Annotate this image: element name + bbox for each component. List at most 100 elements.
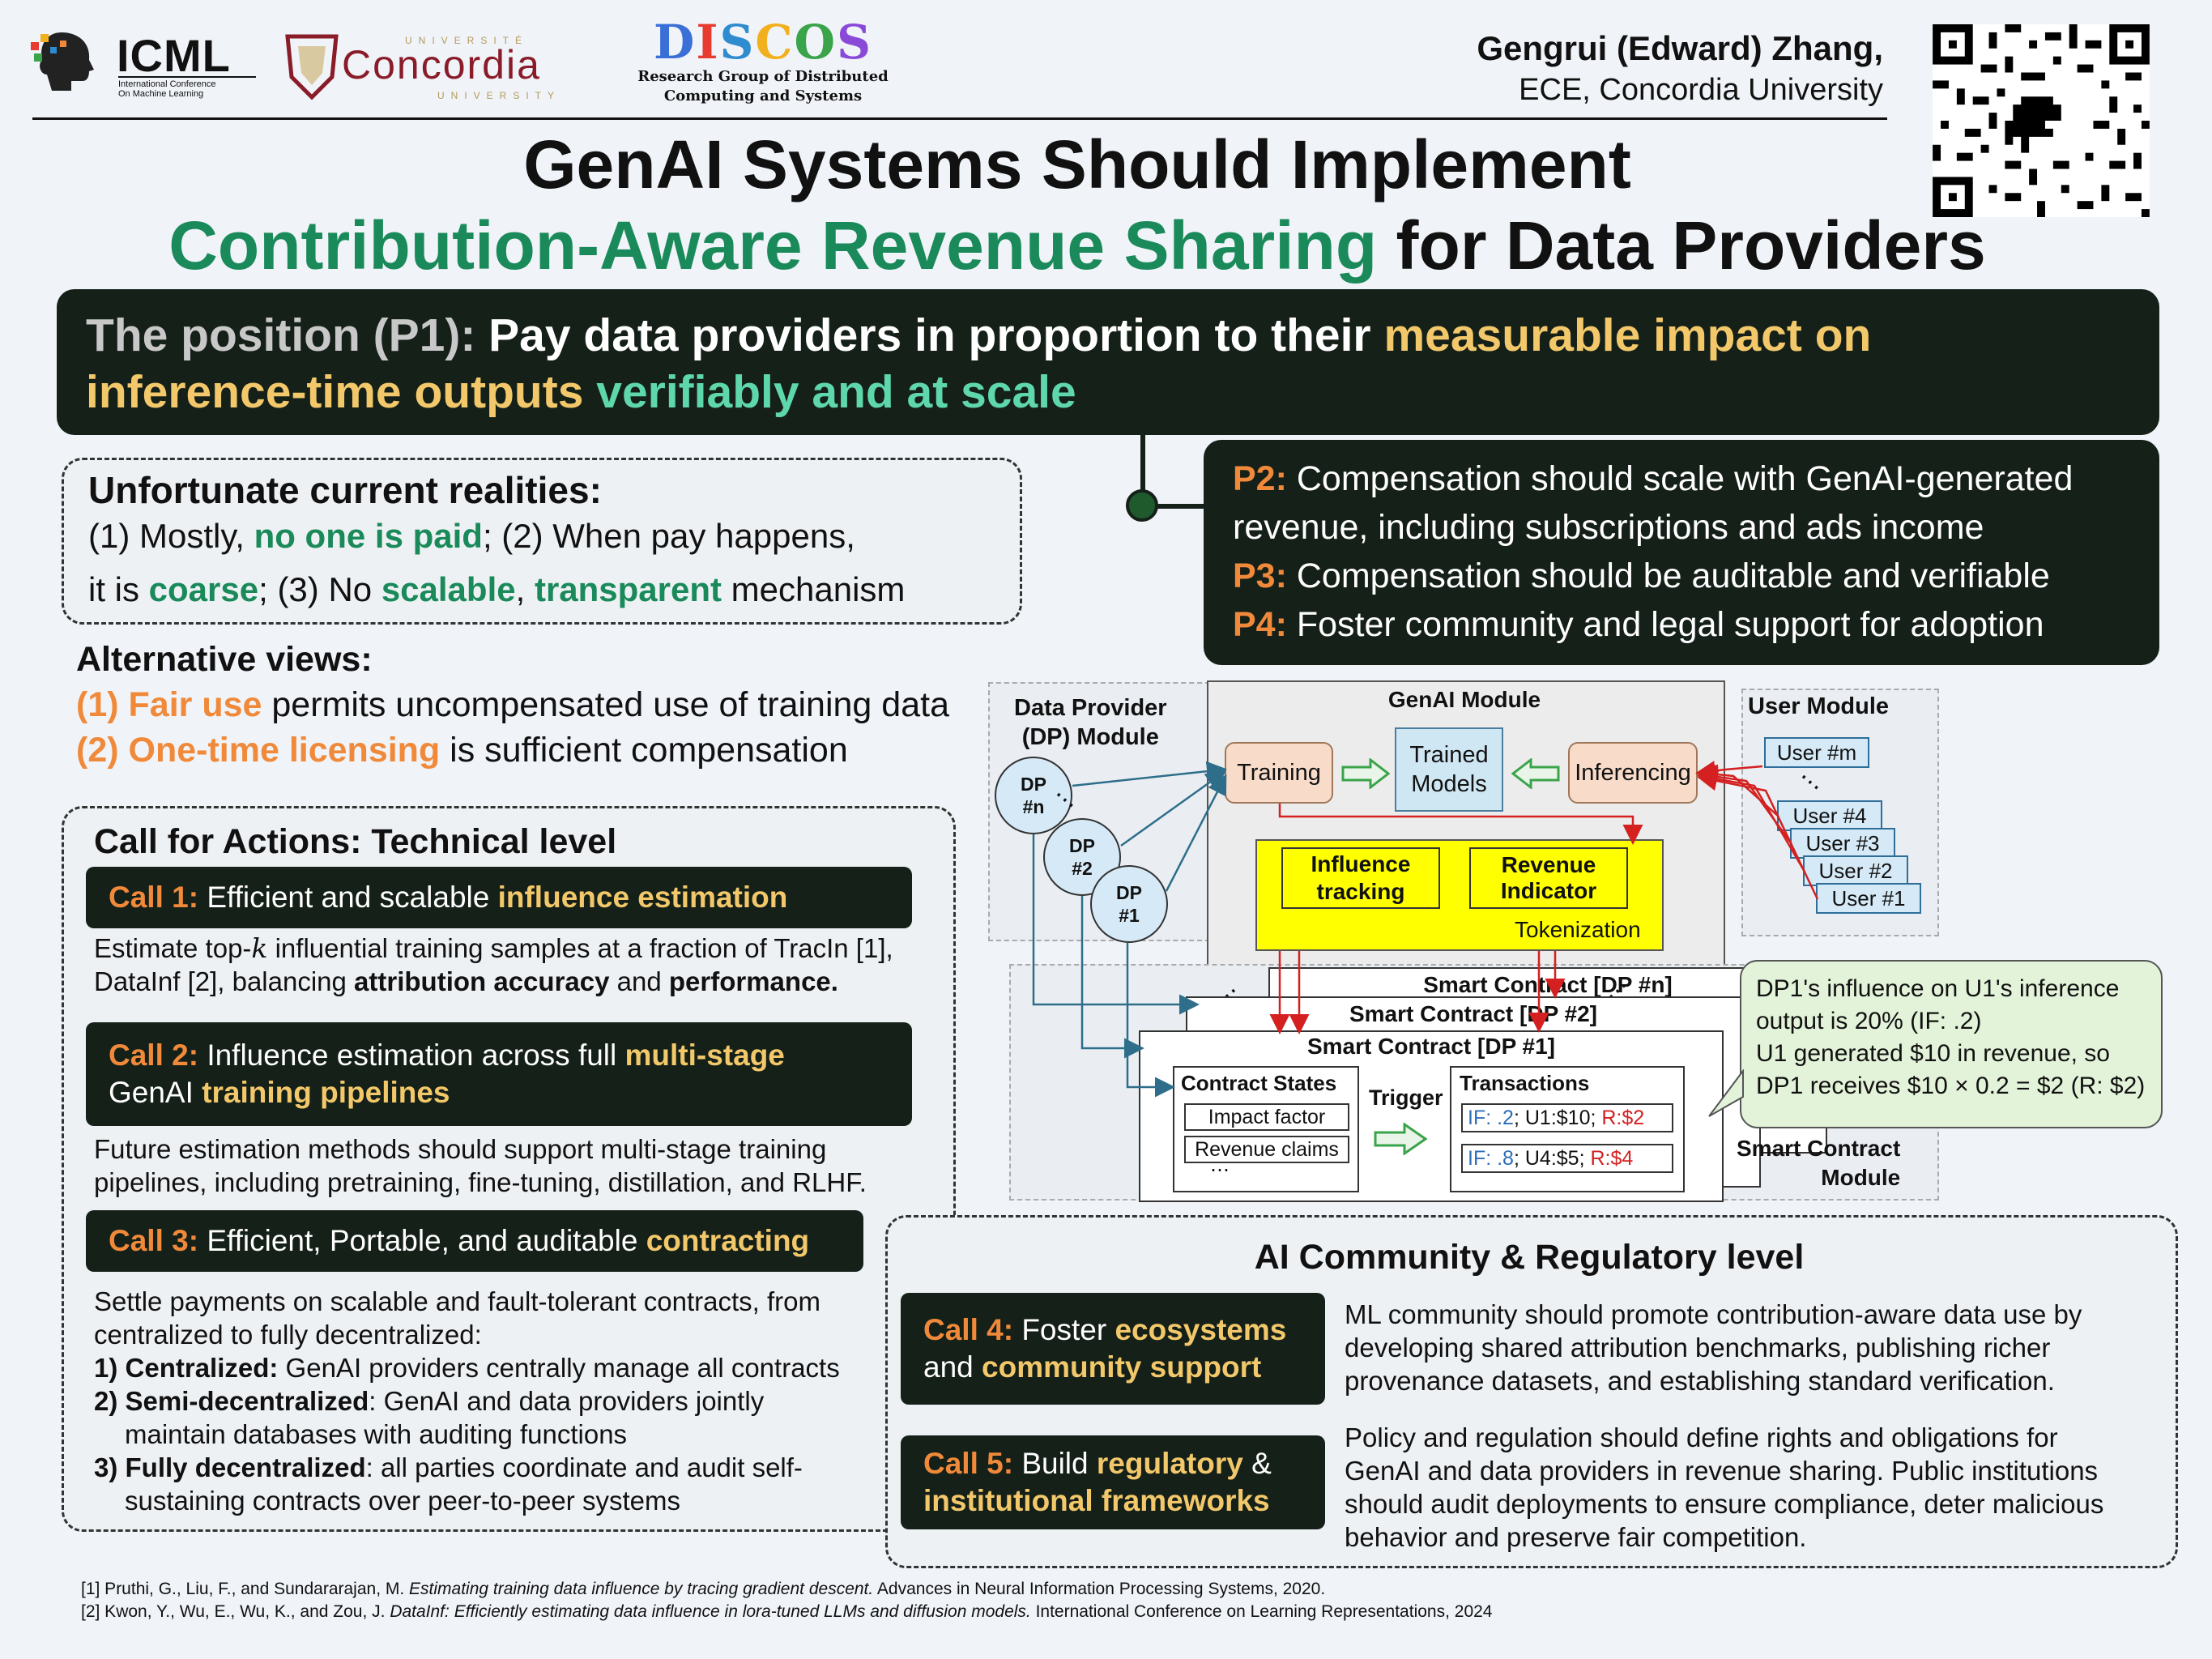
position-label: The position (P1):: [86, 309, 476, 361]
item1-text: GenAI providers centrally manage all con…: [278, 1353, 840, 1383]
transaction-2: IF: .8; U4:$5; R:$4: [1461, 1144, 1673, 1173]
call5-desc3: should audit deployments to ensure compl…: [1345, 1489, 2104, 1519]
call3-text: Efficient, Portable, and auditable: [207, 1224, 638, 1257]
alternative-view-1: (1) Fair use permits uncompensated use o…: [76, 685, 949, 725]
call2-highlight2: training pipelines: [202, 1076, 450, 1109]
item2-bold: Semi-decentralized: [125, 1386, 369, 1416]
transaction-1: IF: .2; U1:$10; R:$2: [1461, 1103, 1673, 1132]
position-box: The position (P1): Pay data providers in…: [57, 289, 2159, 435]
position-highlight-3: verifiably and at scale: [596, 366, 1076, 418]
concordia-bottom: UNIVERSITY: [437, 90, 561, 101]
icml-subtitle: International Conference On Machine Lear…: [118, 76, 256, 99]
concordia-shield-icon: [285, 34, 339, 100]
alt2-highlight: One-time licensing: [128, 731, 441, 770]
dp-module-label: Data Provider (DP) Module: [1014, 695, 1167, 750]
call5-highlight2: institutional frameworks: [923, 1484, 1270, 1517]
revenue-claims-box: Revenue claims: [1184, 1136, 1349, 1163]
call2-desc1: Future estimation methods should support…: [94, 1134, 827, 1164]
dp-node-n: DP #n: [995, 757, 1072, 834]
dp-node-2: DP #2: [1043, 818, 1121, 896]
call4-label: Call 4:: [923, 1313, 1014, 1346]
tx1-revenue: R:$2: [1601, 1107, 1645, 1129]
callout-pointer-icon: [1708, 1069, 1744, 1117]
user-2: User #2: [1803, 855, 1908, 886]
call1-bar: Call 1: Efficient and scalable influence…: [86, 867, 912, 928]
call1-desc-f: performance.: [668, 966, 838, 996]
tx1-user: ; U1:$10;: [1513, 1107, 1602, 1129]
alt2-text: is sufficient compensation: [450, 731, 848, 770]
call2-desc: Future estimation methods should support…: [94, 1132, 867, 1199]
revenue-indicator-box: Revenue Indicator: [1469, 847, 1628, 909]
call3-item-3: 3) Fully decentralized: all parties coor…: [94, 1451, 840, 1484]
reference-1: [1] Pruthi, G., Liu, F., and Sundararaja…: [81, 1578, 1325, 1600]
item1-bold: Centralized:: [125, 1353, 279, 1383]
trained-models-box: Trained Models: [1395, 727, 1503, 812]
principle-p4: P4: Foster community and legal support f…: [1233, 600, 2073, 649]
call5-highlight: regulatory: [1096, 1447, 1243, 1480]
principle-p3-label: P3:: [1233, 557, 1287, 595]
user-m: User #m: [1764, 737, 1869, 768]
call3-item-1: 1) Centralized: GenAI providers centrall…: [94, 1351, 840, 1384]
position-connector-h: [1140, 504, 1205, 509]
callout-line2: output is 20% (IF: .2): [1756, 1008, 1982, 1034]
technical-heading: Call for Actions: Technical level: [94, 822, 617, 861]
genai-module-label: GenAI Module: [1387, 687, 1541, 712]
principle-p2: P2: Compensation should scale with GenAI…: [1233, 454, 2073, 503]
principles-box: P2: Compensation should scale with GenAI…: [1204, 440, 2159, 665]
call1-highlight: influence estimation: [497, 881, 788, 914]
alternatives-heading: Alternative views:: [76, 640, 373, 679]
call3-list: 1) Centralized: GenAI providers centrall…: [94, 1351, 840, 1517]
item2-text: : GenAI and data providers jointly: [369, 1386, 765, 1416]
call1-desc-c: DataInf [2], balancing: [94, 966, 355, 996]
concordia-top: UNIVERSITÉ: [405, 35, 529, 46]
alt1-text: permits uncompensated use of training da…: [271, 685, 949, 724]
realities-l2d: scalable: [381, 570, 516, 608]
tokenization-box: [1255, 839, 1664, 951]
title-line2-rest: for Data Providers: [1396, 207, 1986, 284]
call5-bar: Call 5: Build regulatory & institutional…: [901, 1435, 1325, 1529]
principle-p2-text2: revenue, including subscriptions and ads…: [1233, 508, 1984, 547]
sc-1-label: Smart Contract [DP #1]: [1306, 1034, 1555, 1059]
call3-item-3-cont: sustaining contracts over peer-to-peer s…: [125, 1486, 680, 1516]
realities-heading: Unfortunate current realities:: [88, 469, 602, 511]
principle-p4-label: P4:: [1233, 605, 1287, 644]
call1-desc-e: and: [609, 966, 669, 996]
contract-states-dots: ⋯: [1210, 1159, 1230, 1181]
inferencing-to-models-arrow-icon: [1511, 758, 1560, 789]
discos-name: DISCOS: [654, 15, 872, 70]
principle-p3-text: Compensation should be auditable and ver…: [1296, 557, 2050, 595]
inferencing-box: Inferencing: [1568, 742, 1698, 804]
alt1-highlight: Fair use: [128, 685, 262, 724]
sc-module-label: Smart Contract Module: [1737, 1136, 1901, 1190]
tx2-if: IF: .8: [1468, 1147, 1514, 1170]
position-highlight-2: inference-time outputs: [86, 366, 584, 418]
user-1: User #1: [1816, 883, 1921, 914]
call4-bar: Call 4: Foster ecosystems and community …: [901, 1293, 1325, 1405]
call2-text: Influence estimation across full: [207, 1038, 617, 1072]
principle-p2-cont: revenue, including subscriptions and ads…: [1233, 503, 2073, 552]
call5-desc1: Policy and regulation should define righ…: [1345, 1422, 2058, 1452]
call1-text: Efficient and scalable: [207, 881, 490, 914]
title-line2: Contribution-Aware Revenue Sharing for D…: [0, 207, 2154, 285]
position-highlight-1: measurable impact on: [1383, 309, 1872, 361]
trigger-label: Trigger: [1369, 1085, 1443, 1110]
sc-2-label: Smart Contract [DP #2]: [1349, 1001, 1597, 1026]
header-rule: [32, 117, 1887, 120]
author-name: Gengrui (Edward) Zhang,: [1477, 29, 1883, 67]
realities-line2: it is coarse; (3) No scalable, transpare…: [88, 570, 905, 609]
realities-l1b: no one is paid: [254, 517, 483, 555]
principle-p2-label: P2:: [1233, 459, 1287, 498]
realities-l2c: ; (3) No: [258, 570, 381, 608]
diagram-connectors: [1032, 761, 1819, 1098]
ref2-venue: International Conference on Learning Rep…: [1030, 1602, 1493, 1621]
call1-desc-k: k: [251, 932, 268, 964]
qr-code-icon: [1933, 24, 2150, 217]
call2-bar: Call 2: Influence estimation across full…: [86, 1022, 912, 1126]
call2-label: Call 2:: [109, 1038, 199, 1072]
dp-node-1: DP #1: [1090, 865, 1168, 943]
position-connector: [1140, 435, 1145, 508]
realities-l2e: ,: [515, 570, 535, 608]
icml-brain-icon: [31, 32, 94, 91]
discos-line1: Research Group of Distributed: [637, 68, 889, 85]
call1-desc: Estimate top-k influential training samp…: [94, 932, 893, 998]
